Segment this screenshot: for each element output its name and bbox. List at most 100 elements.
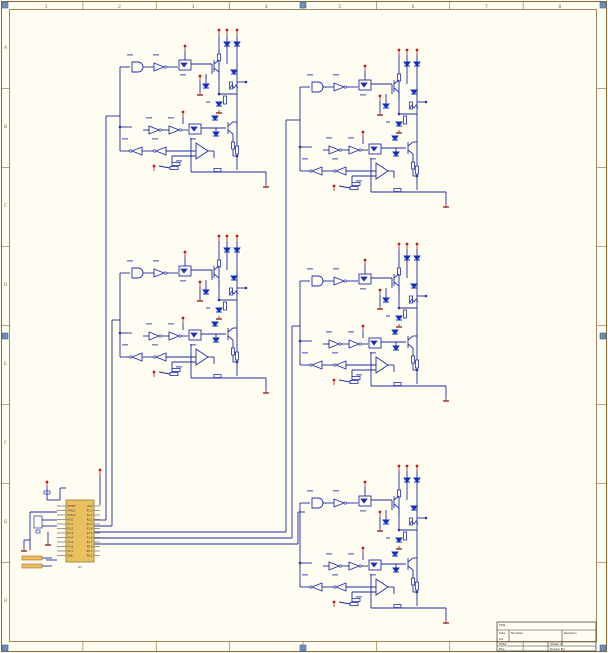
- connection-dot: [415, 368, 419, 372]
- mcu-designator: U1: [78, 565, 82, 569]
- power-port: [361, 324, 365, 328]
- opto-led: [370, 340, 378, 346]
- selection-handle[interactable]: [299, 644, 307, 652]
- zener-diode: [223, 247, 231, 253]
- resistor: [234, 145, 239, 155]
- transistor: [407, 557, 414, 571]
- power-port: [397, 48, 401, 52]
- opto-led: [370, 146, 378, 152]
- transistor: [213, 265, 220, 279]
- selection-handle[interactable]: [599, 644, 607, 652]
- zone-col-label: 1: [45, 4, 48, 10]
- and-gate-symbol: [311, 275, 324, 287]
- connection-dot: [118, 331, 122, 335]
- power-port: [181, 110, 185, 114]
- designator-mark: [332, 158, 338, 160]
- mcu-pin-label: P3.2: [68, 527, 74, 531]
- driver-channel: [298, 48, 449, 208]
- designator-mark: [122, 138, 128, 140]
- optocoupler-box: [188, 123, 202, 135]
- zener-diode: [395, 315, 403, 321]
- designator-mark: [307, 74, 313, 76]
- designator-mark: [152, 344, 158, 346]
- connectors: [21, 555, 52, 569]
- capacitor: [35, 529, 41, 534]
- connection-dot: [235, 154, 239, 158]
- optocoupler-box: [368, 337, 382, 349]
- mcu-pin-label: P3.5: [68, 540, 74, 544]
- connection-dot: [397, 306, 401, 310]
- driver-channel: [298, 464, 449, 624]
- power-port: [198, 280, 202, 284]
- power-port: [405, 242, 409, 246]
- resistor: [393, 604, 402, 609]
- zone-row-label: C: [4, 203, 7, 209]
- mcu-pin-label: VCC: [87, 504, 93, 508]
- optocoupler-box: [188, 329, 202, 341]
- zener-diode: [211, 321, 219, 327]
- zener-diode: [413, 477, 421, 483]
- power-port: [235, 234, 239, 238]
- zener-diode: [202, 289, 210, 295]
- comparator: [375, 578, 389, 596]
- title-block-drawn-label: Drawn By:: [550, 647, 565, 651]
- zener-diode: [413, 61, 421, 67]
- resistor: [216, 259, 221, 268]
- selection-handle[interactable]: [1, 332, 9, 340]
- designator-mark: [333, 268, 339, 270]
- transistor: [213, 59, 220, 73]
- power-port: [332, 378, 336, 382]
- inductor: [409, 520, 419, 525]
- opto-led: [190, 332, 198, 338]
- mcu-pin-label: P0.0: [87, 545, 93, 549]
- capacitor: [43, 490, 51, 495]
- resistor: [414, 165, 419, 175]
- connection-dot: [397, 112, 401, 116]
- power-port: [181, 316, 185, 320]
- resistor: [349, 602, 359, 607]
- terminal-connector: [21, 563, 43, 569]
- zener-diode: [211, 115, 219, 121]
- designator-mark: [356, 596, 362, 598]
- resistor: [414, 359, 419, 369]
- zener-diode: [391, 551, 399, 557]
- designator-mark: [190, 138, 196, 140]
- selection-handle[interactable]: [1, 644, 9, 652]
- zone-col-label: 5: [338, 4, 341, 10]
- optocoupler-box: [368, 559, 382, 571]
- connection-dot: [244, 286, 248, 290]
- zener-diode: [215, 307, 223, 313]
- designator-mark: [333, 490, 339, 492]
- selection-handle[interactable]: [1, 1, 9, 9]
- buffer-symbol: [333, 276, 346, 286]
- resistor: [169, 165, 179, 170]
- selection-handle[interactable]: [599, 332, 607, 340]
- resistor: [349, 379, 359, 384]
- inductor: [409, 298, 419, 303]
- opto-led: [360, 498, 368, 504]
- power-port: [152, 164, 156, 168]
- transistor: [227, 327, 234, 341]
- buffer-symbol: [148, 331, 161, 341]
- buffer-symbol: [168, 331, 181, 341]
- buffer-symbol: [333, 82, 346, 92]
- power-port: [217, 234, 221, 238]
- connection-dot: [298, 145, 302, 149]
- designator-mark: [348, 553, 354, 555]
- transistor: [407, 335, 414, 349]
- selection-handle[interactable]: [599, 1, 607, 9]
- designator-mark: [146, 323, 152, 325]
- title-block-date-label: Date:: [499, 642, 507, 646]
- resistor: [234, 351, 239, 361]
- zone-col-label: 8: [558, 4, 561, 10]
- power-port: [405, 48, 409, 52]
- resistor: [351, 181, 361, 186]
- buffer-symbol: [310, 360, 323, 370]
- zener-diode: [413, 255, 421, 261]
- selection-handle[interactable]: [299, 1, 307, 9]
- connection-dot: [424, 100, 428, 104]
- buffer-symbol: [333, 498, 346, 508]
